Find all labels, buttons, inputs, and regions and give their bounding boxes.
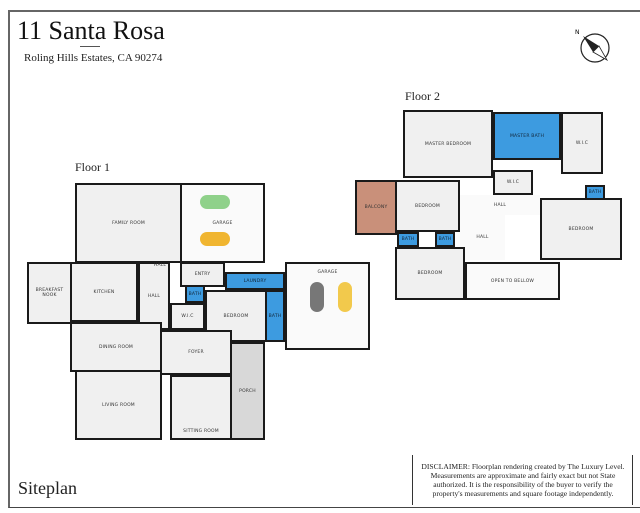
room-master-bath: Master Bath xyxy=(493,112,561,160)
room-hall-2: Hall xyxy=(138,262,170,330)
compass-north-label: N xyxy=(575,29,580,36)
room-bedroom-1: Bedroom xyxy=(395,180,460,232)
room-garage: Garage xyxy=(285,262,370,350)
room-laundry: Laundry xyxy=(225,272,285,290)
compass-icon: N xyxy=(575,29,610,63)
room-sitting: Sitting Room xyxy=(170,375,232,440)
title-divider xyxy=(80,46,100,47)
room-dining: Dining Room xyxy=(70,322,162,372)
disclaimer-text: DISCLAIMER: Floorplan rendering created … xyxy=(421,462,625,498)
room-master-bedroom: Master Bedroom xyxy=(403,110,493,178)
room-family: Family Room xyxy=(75,183,182,263)
room-bath-b: Bath xyxy=(435,232,455,247)
room-bath-2: Bath xyxy=(265,290,285,342)
room-foyer: Foyer xyxy=(160,330,232,375)
property-address: Roling Hills Estates, CA 90274 xyxy=(24,52,163,64)
room-bedroom-3: Bedroom xyxy=(395,247,465,300)
room-hall-top: Hall xyxy=(460,195,540,215)
room-porch: Porch xyxy=(230,342,265,440)
room-hall-1: Hall xyxy=(153,262,167,268)
room-entry: Entry xyxy=(180,262,225,287)
room-wic: W.I.C xyxy=(561,112,603,174)
room-bath: Bath xyxy=(185,285,205,303)
room-wic-2: W.I.C xyxy=(493,170,533,195)
floor-1-label: Floor 1 xyxy=(75,160,111,174)
disclaimer-divider xyxy=(412,455,413,505)
room-wic: W.I.C xyxy=(170,303,205,330)
room-kitchen: Kitchen xyxy=(70,262,138,322)
car-icon xyxy=(310,282,324,312)
disclaimer-divider xyxy=(632,455,633,505)
room-living: Living Room xyxy=(75,370,162,440)
siteplan-label: Siteplan xyxy=(18,478,77,498)
car-icon xyxy=(338,282,352,312)
property-title: 11 Santa Rosa xyxy=(17,16,165,45)
room-bedroom-2: Bedroom xyxy=(540,198,622,260)
room-bath-a: Bath xyxy=(397,232,419,247)
page-frame xyxy=(8,10,640,508)
room-hall: Hall xyxy=(460,215,505,260)
room-balcony: Balcony xyxy=(355,180,397,235)
car-icon xyxy=(200,195,230,209)
room-open-to-below: Open to Bellow xyxy=(465,262,560,300)
car-icon xyxy=(200,232,230,246)
floor-2-label: Floor 2 xyxy=(405,89,441,103)
room-breakfast: Breakfast Nook xyxy=(27,262,72,324)
